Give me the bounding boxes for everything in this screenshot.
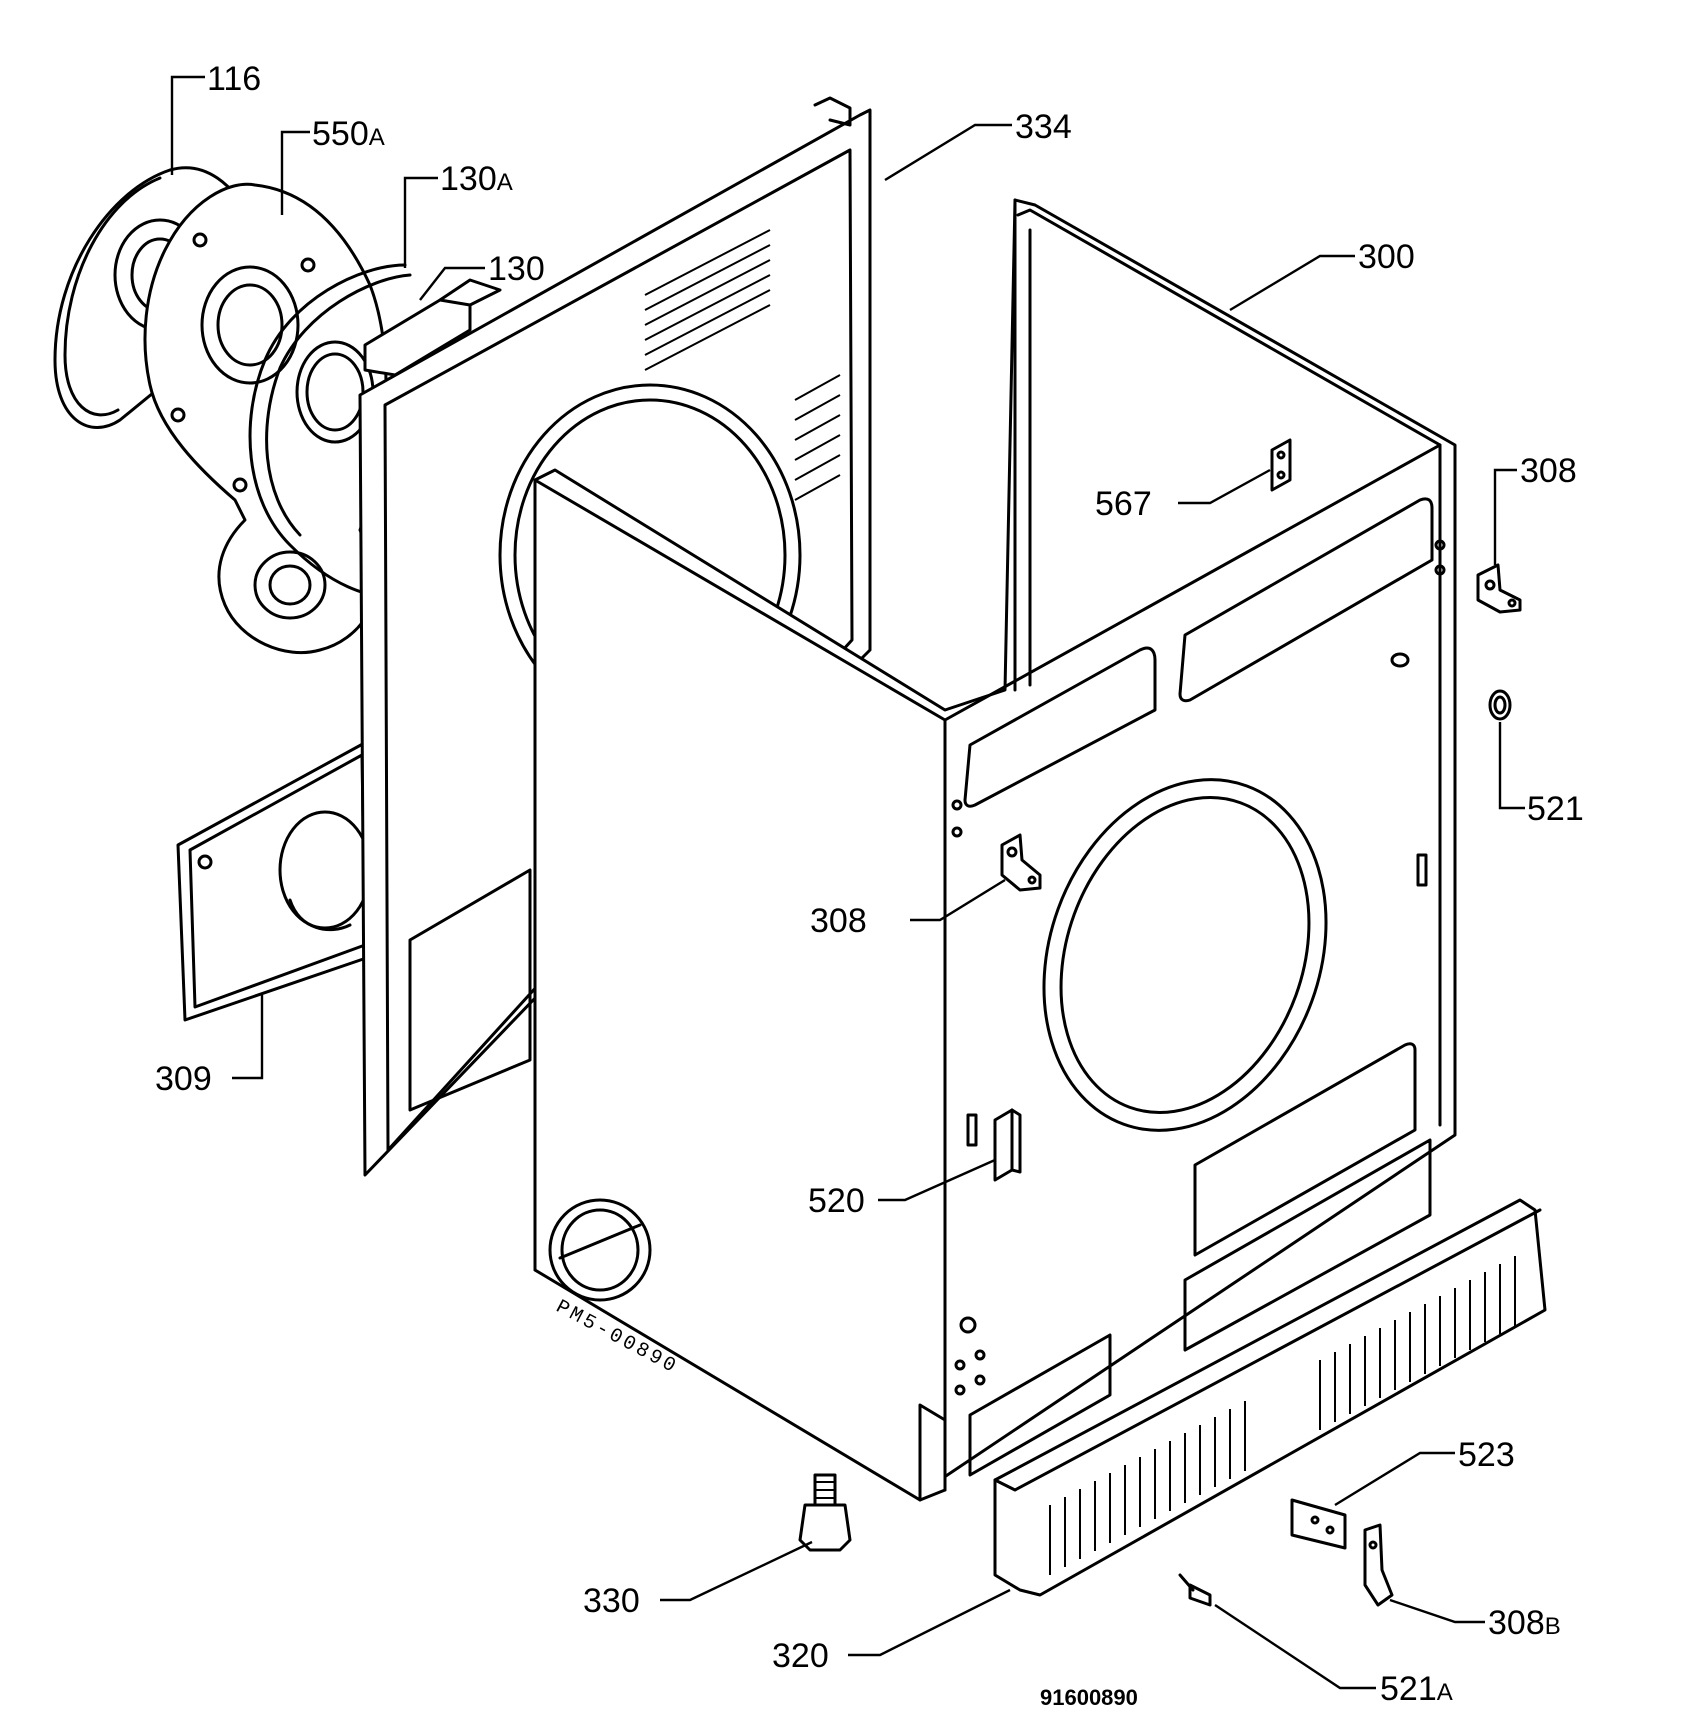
part-521a-screw <box>1178 1573 1212 1607</box>
callout-320: 320 <box>772 1637 829 1675</box>
rear-vent-grille <box>644 229 841 501</box>
part-308-hinge-middle <box>1000 833 1042 892</box>
callout-308-mid: 308 <box>810 902 867 940</box>
part-130-bearing-strip <box>363 278 502 377</box>
callout-521a: 521A <box>1380 1670 1453 1708</box>
drawing-number: 91600890 <box>1040 1685 1138 1710</box>
callout-523: 523 <box>1458 1436 1515 1474</box>
callout-labels: 116 550A 130A 130 334 300 567 308 521 30… <box>155 60 1584 1708</box>
callout-309: 309 <box>155 1060 212 1098</box>
callout-130: 130 <box>488 250 545 288</box>
part-330-foot <box>798 1473 852 1552</box>
part-308-hinge-right <box>1476 563 1522 614</box>
leader-lines <box>170 75 1525 1690</box>
callout-550a: 550A <box>312 115 385 153</box>
callout-308-right: 308 <box>1520 452 1577 490</box>
callout-300: 300 <box>1358 238 1415 276</box>
part-300-cabinet <box>533 198 1457 1502</box>
callout-330: 330 <box>583 1582 640 1620</box>
callout-520: 520 <box>808 1182 865 1220</box>
callout-521: 521 <box>1527 790 1584 828</box>
plinth-vent-slots <box>1049 1256 1516 1575</box>
part-523-plate <box>1290 1498 1347 1550</box>
part-308b-hinge <box>1363 1523 1394 1607</box>
part-550a-bracket <box>143 182 388 655</box>
callout-334: 334 <box>1015 108 1072 146</box>
callout-130a: 130A <box>440 160 513 198</box>
part-309-side-plate <box>176 738 377 1022</box>
callout-116: 116 <box>207 60 261 98</box>
part-567-clip <box>1270 438 1292 492</box>
part-521-plug <box>1488 689 1512 721</box>
callout-308b: 308B <box>1488 1604 1561 1642</box>
part-130a-gasket <box>248 263 412 598</box>
callout-567: 567 <box>1095 485 1152 523</box>
part-320-plinth <box>993 1198 1547 1597</box>
